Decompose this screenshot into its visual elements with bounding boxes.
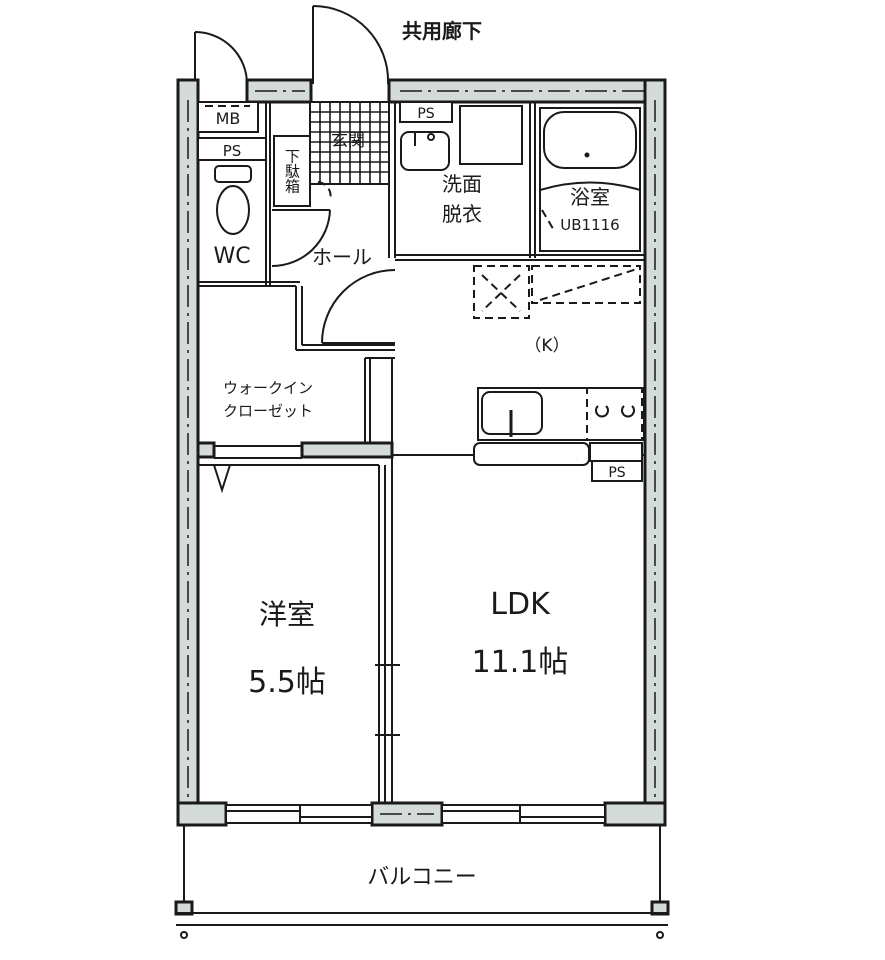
washroom-label-1: 洗面	[442, 172, 482, 196]
toilet-icon	[214, 165, 252, 235]
ps-top-box	[399, 101, 453, 123]
mb-door-swing	[194, 31, 248, 85]
ps-top-label: PS	[417, 106, 434, 122]
western-room-door-mark	[213, 464, 231, 494]
bath-unit-label: UB1116	[560, 216, 619, 234]
kitchen-counter-edge	[473, 442, 590, 466]
ps-kitchen-label: PS	[608, 465, 625, 481]
entrance-label: 玄関	[331, 131, 365, 151]
balcony-windows	[225, 804, 606, 824]
basin-icon	[400, 131, 450, 171]
hall-door-swing	[321, 269, 396, 344]
hall-label: ホール	[312, 245, 372, 269]
wc-door-swing	[271, 209, 331, 267]
western-room-size: 5.5帖	[248, 665, 326, 700]
bath-label: 浴室	[570, 185, 610, 209]
wc-label: WC	[213, 244, 250, 269]
refrigerator-space	[531, 265, 641, 304]
balcony	[174, 825, 670, 939]
ldk-label: LDK	[490, 587, 551, 622]
entrance-door-swing	[312, 5, 390, 85]
balcony-label: バルコニー	[367, 865, 477, 890]
outer-walls	[176, 78, 667, 827]
closet-label-2: クローゼット	[223, 402, 313, 420]
ps-left-label: PS	[223, 142, 242, 160]
kitchen-fixtures	[473, 265, 645, 482]
bathtub-icon	[539, 107, 641, 252]
washroom-fixtures	[400, 105, 523, 171]
washing-machine-space	[459, 105, 523, 165]
washroom-label-2: 脱衣	[442, 202, 482, 226]
western-room-label: 洋室	[259, 598, 315, 631]
closet-label-1: ウォークイン	[223, 379, 313, 397]
shoe-cabinet	[273, 135, 311, 207]
step-line	[317, 181, 332, 201]
ldk-size: 11.1帖	[472, 645, 569, 680]
ps-kitchen-box	[591, 460, 643, 482]
wc-room	[198, 102, 300, 287]
stove-icon	[586, 387, 643, 441]
mb-label: MB	[216, 109, 241, 128]
shoe-cabinet-label: 下駄箱	[283, 149, 301, 194]
corridor-label: 共用廊下	[402, 19, 482, 43]
kitchen-label: （K）	[524, 336, 569, 356]
ventilation-hood	[473, 265, 530, 319]
